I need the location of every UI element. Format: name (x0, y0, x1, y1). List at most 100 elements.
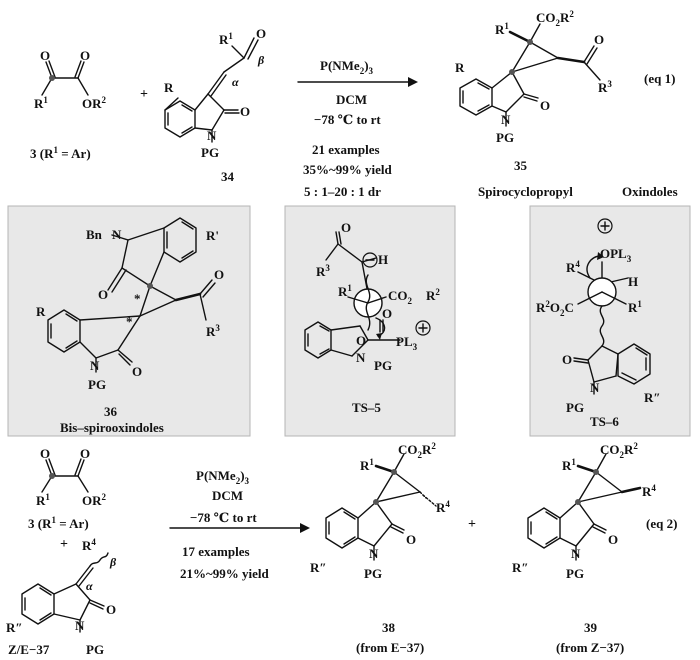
bis-36-n2: N (90, 358, 100, 373)
eq1-dr: 5 : 1–20 : 1 dr (304, 184, 381, 199)
bis-36-pg: PG (88, 377, 106, 392)
bis-36-bn: Bn (86, 227, 103, 242)
bis-36-label: 36 (104, 404, 118, 419)
reagent-34-r: R (164, 80, 174, 95)
reagent-37-alpha: α (86, 579, 93, 593)
product-35-r3: R3 (598, 79, 612, 95)
product-35-r: R (455, 60, 465, 75)
ts6-opl3: OPL3 (600, 246, 632, 264)
product-38-r1: R1 (360, 457, 374, 473)
reagent-3-o1: O (40, 48, 50, 63)
product-35-structure: CO2R2 R1 O R3 R O N PG 35 Spirocycloprop… (455, 9, 678, 199)
ts5-structure: O H R3 R1 CO2 R2 O O PL3 N PG TS–5 (304, 220, 440, 415)
eq2-reagent-3-or2: OR2 (82, 492, 107, 508)
reagent-34-beta: β (257, 53, 265, 67)
product-39-structure: CO2R2 R1 R4 O R″ N PG 39 (from Z−37) (512, 441, 656, 655)
ts5-n: N (356, 350, 366, 365)
eq2-examples: 17 examples (182, 544, 250, 559)
bis-36-o3: O (132, 364, 142, 379)
product-35-label: 35 (514, 158, 528, 173)
eq2-yield: 21%~99% yield (180, 566, 270, 581)
product-39-label: 39 (584, 620, 598, 635)
eq2-reagent-3-o1: O (40, 446, 50, 461)
bis-36-name: Bis–spirooxindoles (60, 420, 164, 435)
eq1-examples: 21 examples (312, 142, 380, 157)
product-38-rpp: R″ (310, 560, 327, 575)
product-38-r4: R4 (436, 499, 450, 515)
eq2-reagent-plus: + (60, 537, 68, 552)
ts6-structure: OPL3 R4 H R2O2C R1 O N PG R″ TS–6 (536, 218, 661, 429)
ts5-pg: PG (374, 358, 392, 373)
reagent-37-label: Z/E−37 (8, 642, 50, 657)
eq2-label: (eq 2) (646, 516, 677, 531)
reagent-37-pg: PG (86, 642, 104, 657)
panel-ts6 (529, 205, 691, 437)
reagent-34-o2: O (240, 104, 250, 119)
eq2-reagent-3-r1: R1 (36, 492, 50, 508)
reagent-3-structure: O O R1 OR2 3 (R1 = Ar) (30, 48, 107, 161)
eq2-products-plus: + (468, 517, 476, 532)
ts5-r3: R3 (316, 263, 330, 279)
ts6-rpp: R″ (644, 390, 661, 405)
reagent-37-beta: β (109, 555, 117, 569)
ts6-h: H (628, 274, 638, 289)
bis-36-n1: N (112, 227, 122, 242)
eq1-plus: + (140, 87, 148, 102)
product-39-source: (from Z−37) (556, 640, 624, 655)
ts5-r2: R2 (426, 287, 440, 303)
reagent-34-pg: PG (201, 145, 219, 160)
product-38-pg: PG (364, 566, 382, 581)
reagent-37-structure: R4 β α O R″ N PG Z/E−37 (6, 537, 117, 657)
bis-36-star1: * (134, 291, 141, 306)
ts5-pl3: PL3 (396, 334, 418, 352)
reagent-34-o1: O (256, 26, 266, 41)
ts6-r1: R1 (628, 299, 642, 315)
reagent-34-alpha: α (232, 75, 239, 89)
eq1-reaction-arrow: P(NMe2)3 DCM −78 ℃ to rt 21 examples 35%… (297, 58, 418, 199)
eq2-reagent-3-o2: O (80, 446, 90, 461)
bis-36-o1: O (98, 287, 108, 302)
bis-36-r3: R3 (206, 323, 220, 339)
eq1-yield: 35%~99% yield (303, 162, 393, 177)
product-35-o2: O (540, 98, 550, 113)
eq1-temperature: −78 ℃ to rt (314, 112, 381, 127)
product-35-name-a: Spirocyclopropyl (478, 184, 573, 199)
eq2-reagent-3-structure: O O R1 OR2 3 (R1 = Ar) + (28, 446, 107, 552)
reagent-3-r1: R1 (34, 95, 48, 111)
eq2-solvent: DCM (212, 488, 243, 503)
eq2-reagent-3-label: 3 (R1 = Ar) (28, 515, 89, 531)
product-38-structure: CO2R2 R1 R4 O R″ N PG 38 (from E−37) (310, 441, 450, 655)
eq1-label: (eq 1) (644, 71, 675, 86)
product-39-rpp: R″ (512, 560, 529, 575)
ts6-label: TS–6 (590, 414, 619, 429)
eq1-solvent: DCM (336, 92, 367, 107)
bis-36-rprime: R' (206, 228, 219, 243)
product-35-pg: PG (496, 130, 514, 145)
product-35-n: N (501, 112, 511, 127)
reagent-37-o: O (106, 602, 116, 617)
reagent-34-structure: O O R1 R α β N PG 34 (164, 26, 266, 184)
product-39-r4: R4 (642, 483, 656, 499)
product-35-co2r2: CO2R2 (536, 9, 574, 28)
product-38-o: O (406, 532, 416, 547)
ts6-pg: PG (566, 400, 584, 415)
ts5-o: O (341, 220, 351, 235)
bis-spirooxindole-36-structure: Bn N R' O O R3 R * * O N PG 36 Bis–spiro… (36, 217, 224, 435)
product-39-o: O (608, 532, 618, 547)
reagent-34-label: 34 (221, 169, 235, 184)
bis-36-star2: * (126, 314, 133, 329)
eq2-reaction-arrow: P(NMe2)3 DCM −78 ℃ to rt 17 examples 21%… (169, 468, 310, 581)
reagent-34-r3: R1 (219, 31, 233, 47)
reagent-37-n: N (75, 618, 85, 633)
product-39-r1: R1 (562, 457, 576, 473)
ts6-n: N (590, 380, 600, 395)
eq2-reagent: P(NMe2)3 (196, 468, 250, 486)
ts5-o2: O (382, 306, 392, 321)
reagent-3-label: 3 (R1 = Ar) (30, 145, 91, 161)
eq2-temperature: −78 ℃ to rt (190, 510, 257, 525)
product-39-n: N (571, 546, 581, 561)
reagent-34-n: N (207, 128, 217, 143)
product-35-r1: R1 (495, 21, 509, 37)
ts5-h: H (378, 252, 388, 267)
